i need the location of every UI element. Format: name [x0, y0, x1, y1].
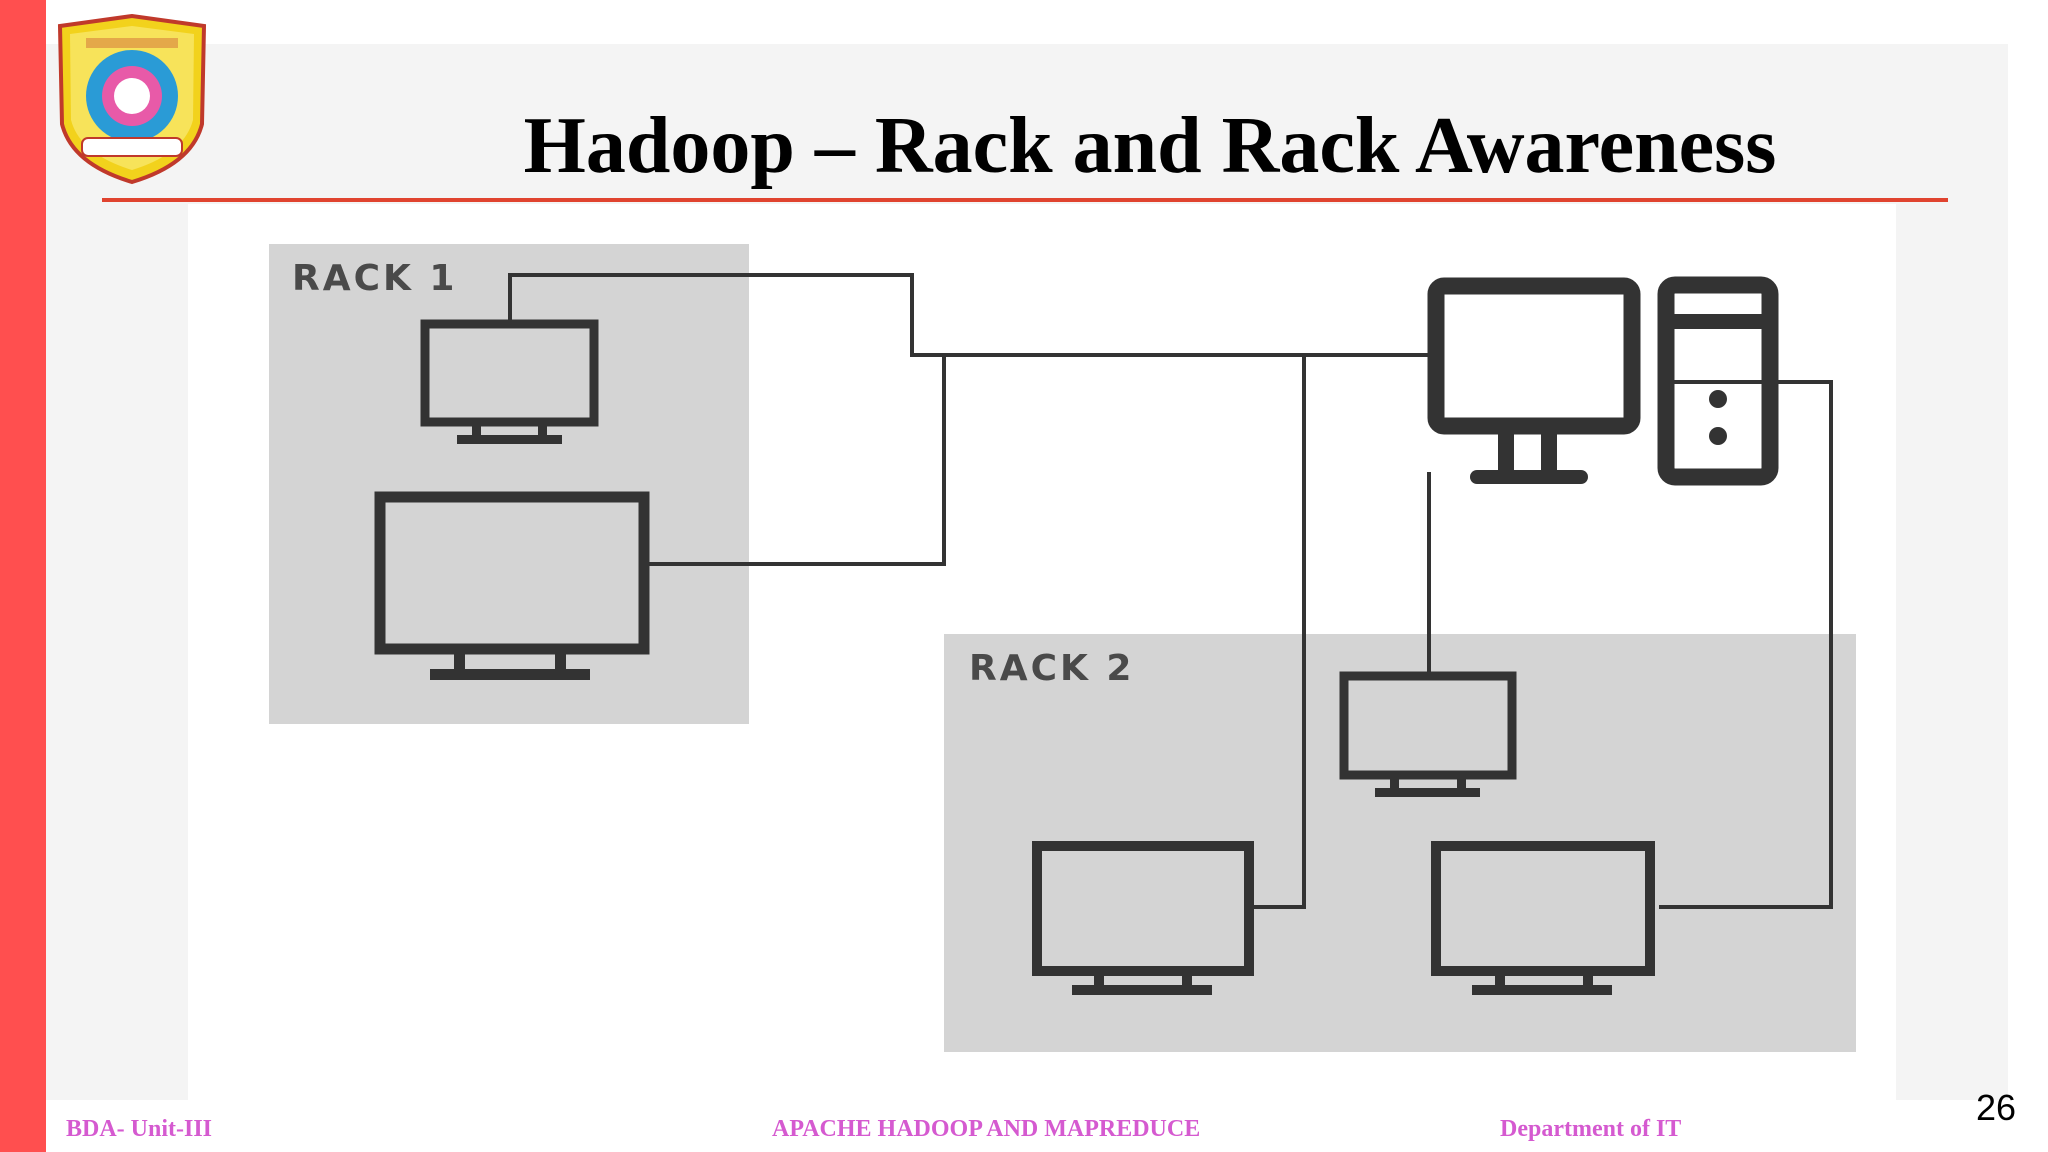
- page-number: 26: [1976, 1087, 2017, 1128]
- rack-1-node-2-monitor-icon: [374, 491, 650, 680]
- rack-2-node-2-monitor-icon: [1032, 841, 1254, 995]
- footer-unit-label: BDA- Unit-III: [66, 1116, 213, 1142]
- rack-2-node-1-monitor-icon: [1339, 671, 1517, 797]
- rack-2-label: RACK 2: [969, 648, 1134, 689]
- title-underline: [102, 198, 1948, 202]
- server-desktop-monitor-icon: [1427, 277, 1641, 484]
- rack-1-node-1-monitor-icon: [420, 319, 599, 444]
- rack-awareness-diagram: RACK 1 RACK 2: [269, 244, 1856, 1052]
- slide-title: Hadoop – Rack and Rack Awareness: [523, 102, 1777, 190]
- connection-rack1-node1: [508, 273, 1428, 357]
- footer-topic-label: APACHE HADOOP AND MAPREDUCE: [772, 1116, 1201, 1142]
- server-tower-icon: [1657, 276, 1779, 486]
- footer-department-label: Department of IT: [1500, 1116, 1682, 1142]
- college-logo: [57, 14, 207, 185]
- left-accent-bar: [0, 0, 46, 1152]
- connection-rack2-node1: [1249, 355, 1306, 909]
- rack-1-label: RACK 1: [292, 258, 457, 299]
- network-connections: [508, 273, 1833, 909]
- rack-2-node-3-monitor-icon: [1431, 841, 1655, 995]
- connection-rack2-node3: [1659, 380, 1833, 909]
- connection-rack1-node2: [646, 355, 946, 566]
